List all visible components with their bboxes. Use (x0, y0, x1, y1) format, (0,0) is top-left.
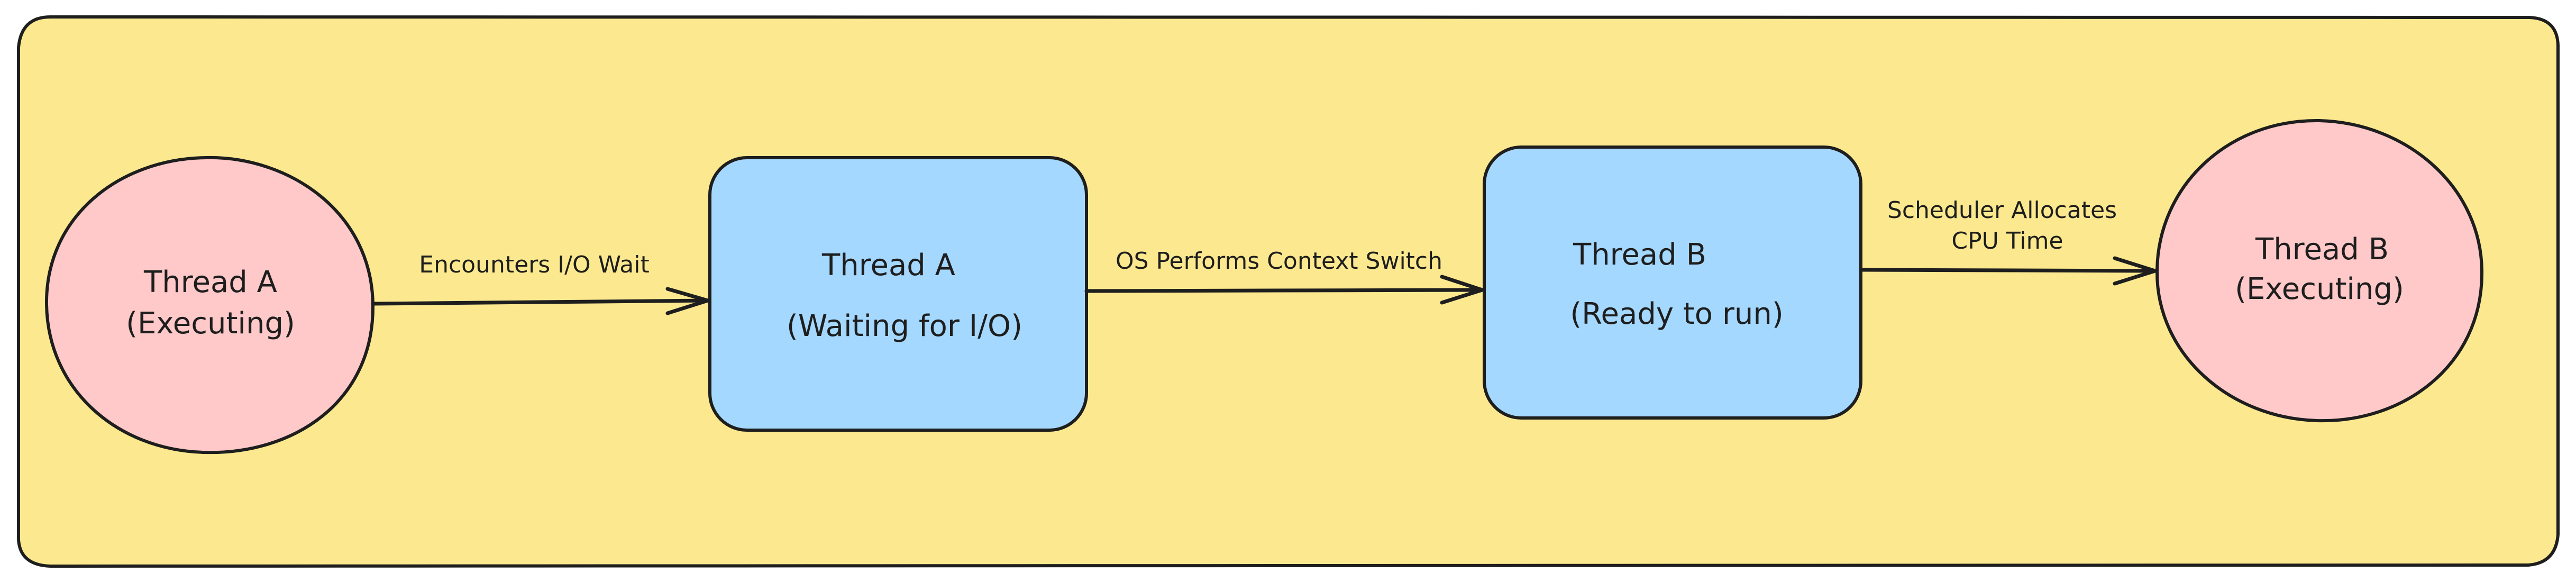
thread-a-executing-label-line1: Thread A (143, 265, 277, 299)
thread-b-executing-label-line2: (Executing) (2235, 272, 2404, 306)
edge-3-label-line2: CPU Time (1951, 228, 2063, 254)
node-thread-b-executing[interactable]: Thread B (Executing) (2155, 119, 2484, 423)
thread-a-executing-label-line2: (Executing) (126, 306, 295, 341)
thread-b-ready-label-line2: (Ready to run) (1570, 297, 1783, 331)
thread-a-waiting-box (708, 156, 1088, 432)
node-thread-a-waiting[interactable]: Thread A (Waiting for I/O) (708, 156, 1088, 432)
node-thread-a-executing[interactable]: Thread A (Executing) (44, 156, 375, 454)
thread-b-ready-label-line1: Thread B (1573, 238, 1706, 272)
edge-2-arrowhead (1440, 275, 1484, 305)
edge-2-line (1084, 288, 1484, 293)
edge-1-arrowhead (665, 287, 710, 315)
thread-b-ready-box (1483, 146, 1862, 420)
edge-scheduler-allocates-cpu-time[interactable]: Scheduler Allocates CPU Time (1859, 197, 2157, 286)
edge-1-line (371, 298, 710, 306)
edge-3-label-line1: Scheduler Allocates (1887, 197, 2117, 224)
thread-a-executing-circle (44, 156, 375, 454)
edge-3-arrowhead (2113, 256, 2157, 286)
thread-a-waiting-label-line1: Thread A (821, 248, 955, 283)
edge-1-label: Encounters I/O Wait (419, 251, 649, 278)
thread-b-executing-label-line1: Thread B (2255, 232, 2389, 267)
node-thread-b-ready[interactable]: Thread B (Ready to run) (1483, 146, 1862, 420)
edge-3-line (1859, 268, 2157, 273)
edge-os-performs-context-switch[interactable]: OS Performs Context Switch (1084, 248, 1484, 305)
thread-a-waiting-label-line2: (Waiting for I/O) (787, 309, 1022, 343)
edge-encounters-io-wait[interactable]: Encounters I/O Wait (371, 251, 710, 315)
edge-2-label: OS Performs Context Switch (1116, 248, 1442, 275)
thread-b-executing-circle (2155, 119, 2484, 423)
